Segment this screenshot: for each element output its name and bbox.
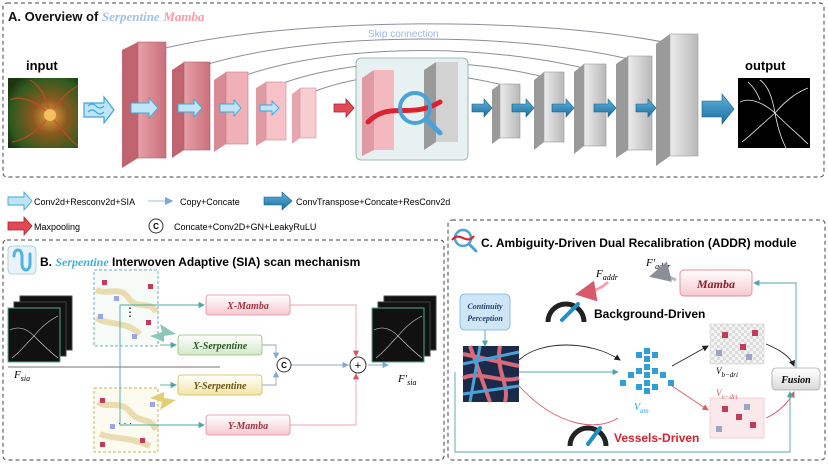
svg-text:Conv2d+Resconv2d+SIA: Conv2d+Resconv2d+SIA (34, 197, 135, 207)
convtranspose-arrow-icon (263, 191, 293, 211)
skip-connections (145, 23, 691, 96)
legend: Conv2d+Resconv2d+SIA Copy+Concate ConvTr… (7, 190, 450, 237)
encoder-block-4 (256, 81, 287, 146)
svg-text:Perception: Perception (467, 314, 503, 323)
y-mamba-block: Y-Mamba (205, 414, 291, 436)
decoder-blocks (492, 33, 699, 166)
svg-text:· · ·: · · · (118, 418, 132, 428)
mamba-block: Mamba (679, 269, 753, 297)
svg-text:Copy+Concate: Copy+Concate (180, 197, 240, 207)
svg-text:Y-Serpentine: Y-Serpentine (194, 381, 248, 392)
decoder-block-4 (616, 55, 653, 158)
svg-text:Maxpooling: Maxpooling (34, 222, 80, 232)
f-addr-arrow-icon (575, 280, 610, 302)
section-b-title: B. Serpentine Interwoven Adaptive (SIA) … (40, 255, 360, 269)
svg-text:⋮: ⋮ (124, 305, 136, 319)
maxpool-arrow-icon (7, 215, 33, 237)
svg-text:Concate+Conv2D+GN+LeakyRuLU: Concate+Conv2D+GN+LeakyRuLU (174, 222, 316, 232)
vessels-driven-label: Vessels-Driven (614, 431, 699, 445)
legend-copy-concat: Copy+Concate (148, 196, 240, 207)
y-guide-arrow-icon (150, 392, 176, 410)
legend-maxpooling: Maxpooling (7, 215, 80, 237)
output-label: output (745, 58, 786, 73)
section-b-gray-connectors (262, 344, 389, 386)
f-sia-prime-label: F′sia (397, 373, 416, 387)
svg-text:X-Mamba: X-Mamba (226, 301, 269, 312)
sum-node: + (349, 356, 367, 374)
encoder-block-1 (122, 41, 167, 168)
serpentine-logo-icon (7, 245, 37, 275)
skip-connection-label: Skip connection (368, 29, 439, 40)
svg-text:Fusion: Fusion (780, 375, 811, 386)
x-serpentine-block: X-Serpentine (177, 334, 263, 356)
encoder-block-5 (292, 87, 317, 144)
section-c-connectors (454, 279, 797, 453)
f-sia-output-stack (371, 295, 437, 363)
v-bdri-label: Vb−dri (716, 366, 738, 379)
x-mamba-block: X-Mamba (205, 294, 291, 316)
legend-concat-gn: C Concate+Conv2D+GN+LeakyRuLU (148, 218, 316, 234)
section-b-red-connectors (290, 304, 360, 426)
encoder-sia-arrows (130, 96, 280, 120)
fusion-block: Fusion (771, 367, 821, 391)
output-vessel-image (738, 78, 810, 149)
legend-convtranspose: ConvTranspose+Concate+ResConv2d (263, 191, 450, 211)
v-bdri-grid (709, 323, 765, 365)
svg-text:ConvTranspose+Concate+ResConv2: ConvTranspose+Concate+ResConv2d (296, 197, 450, 207)
vessels-gauge-icon (567, 425, 609, 447)
y-scan-grid: · · · (93, 387, 159, 453)
svg-text:Y-Mamba: Y-Mamba (228, 421, 268, 432)
decoder-convtranspose-arrows (471, 93, 735, 125)
x-scan-grid: ⋮ (93, 269, 159, 347)
concat-circle-icon (148, 218, 164, 234)
continuity-perception-block: Continuity Perception (459, 293, 511, 331)
f-sia-label: Fsia (13, 369, 30, 383)
svg-text:Mamba: Mamba (696, 277, 735, 291)
f-sia-input-stack (7, 295, 73, 363)
y-serpentine-block: Y-Serpentine (177, 374, 263, 396)
svg-text:+: + (355, 360, 361, 372)
decoder-block-1 (492, 83, 521, 144)
decoder-block-5 (656, 33, 699, 166)
svg-text:Continuity: Continuity (467, 302, 503, 311)
section-c-title: C. Ambiguity-Driven Dual Recalibration (… (481, 236, 797, 250)
background-driven-label: Background-Driven (594, 307, 705, 321)
svg-text:C: C (153, 222, 159, 231)
addr-logo-icon (451, 228, 478, 253)
section-a-title: A. Overview of Serpentine Mamba (8, 9, 205, 24)
addr-input-grid (462, 345, 520, 403)
v-am-tree (620, 348, 674, 394)
v-vdri-label: Vv−dri (716, 388, 738, 401)
magnifier-icon (398, 91, 432, 125)
background-gauge-icon (545, 301, 587, 323)
sia-arrow-icon (7, 190, 33, 212)
input-label: input (26, 58, 58, 73)
v-vdri-grid (709, 397, 765, 439)
input-retina-image (8, 78, 79, 148)
bottleneck-box (355, 57, 469, 161)
svg-text:X-Serpentine: X-Serpentine (192, 341, 248, 352)
sia-input-arrow-icon (83, 95, 115, 125)
section-b-connectors (119, 301, 205, 429)
svg-text:C: C (281, 361, 287, 370)
maxpool-arrow-icon (333, 97, 355, 119)
v-am-label: Vam (634, 402, 649, 415)
f-addr-prime-arrow-icon (649, 261, 677, 282)
x-guide-arrow-icon (150, 324, 176, 342)
legend-conv-sia: Conv2d+Resconv2d+SIA (7, 190, 135, 212)
section-c-frame (447, 219, 826, 461)
f-addr-label: Faddr (595, 268, 619, 282)
concat-node: C (276, 357, 292, 373)
